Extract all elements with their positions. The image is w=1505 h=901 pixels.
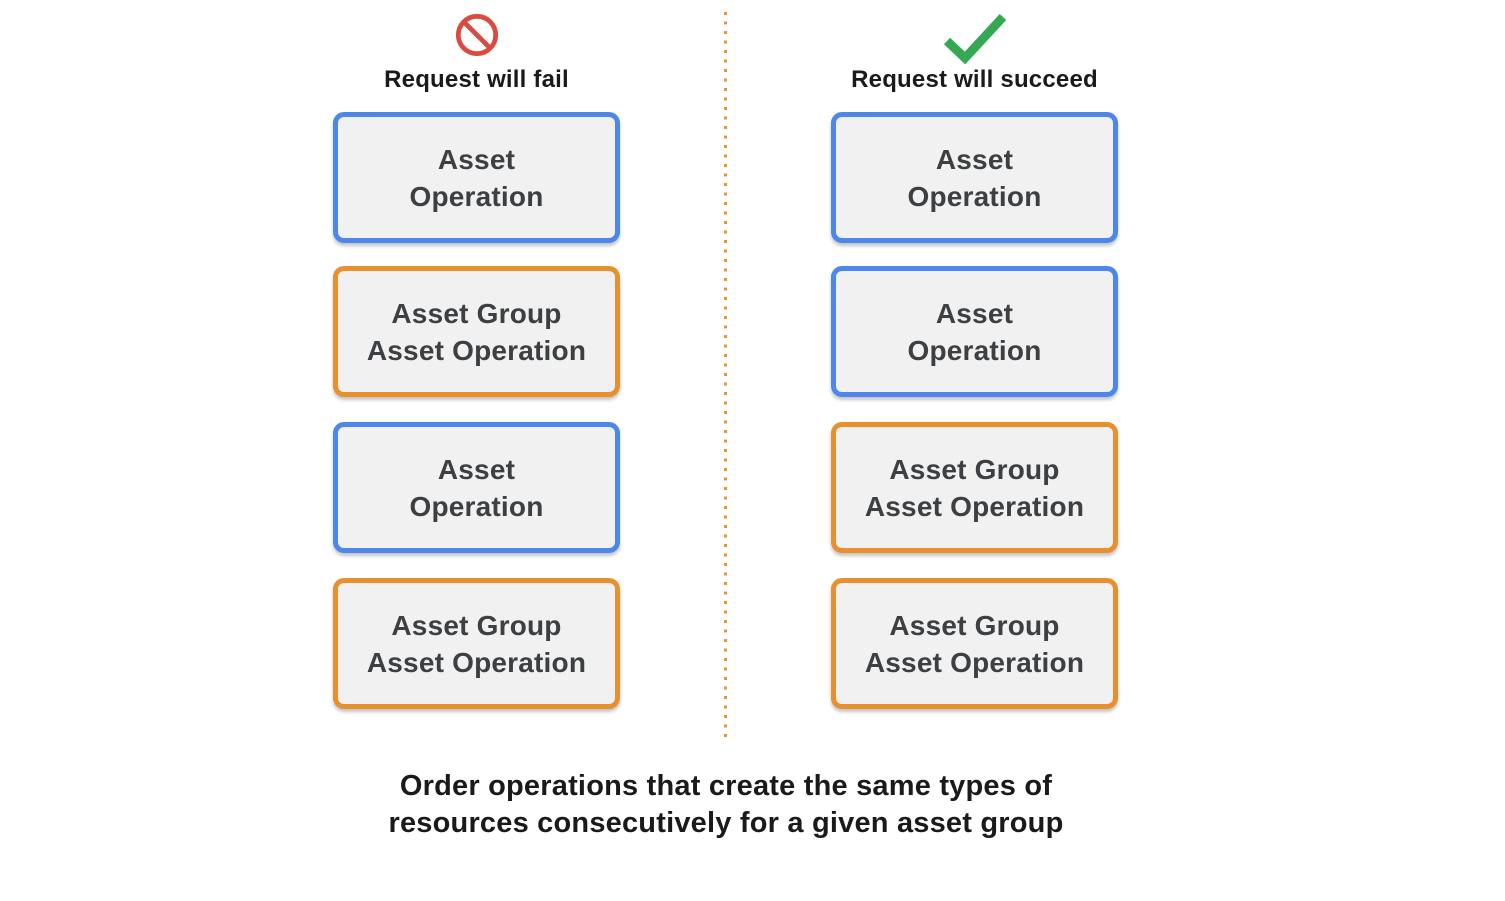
operation-box: Asset Operation — [831, 112, 1118, 243]
operation-box: Asset Group Asset Operation — [333, 578, 620, 709]
dotted-divider — [724, 12, 727, 740]
caption: Order operations that create the same ty… — [0, 768, 1452, 842]
box-label: Asset Group Asset Operation — [367, 607, 586, 681]
fail-header-label: Request will fail — [384, 66, 569, 93]
box-label: Asset Group Asset Operation — [367, 295, 586, 369]
operation-box: Asset Operation — [333, 112, 620, 243]
box-label-line: Operation — [409, 180, 544, 212]
box-label: Asset Operation — [409, 451, 543, 525]
box-label-line: Asset Operation — [366, 646, 587, 678]
box-label-line: Operation — [409, 490, 544, 522]
box-label: Asset Operation — [409, 141, 543, 215]
box-label-line: Operation — [907, 334, 1042, 366]
succeed-column: Request will succeed Asset Operation Ass… — [831, 0, 1118, 760]
operation-box: Asset Group Asset Operation — [831, 578, 1118, 709]
box-label-line: Asset Group — [391, 297, 562, 329]
box-label-line: Operation — [907, 180, 1042, 212]
box-label-line: Asset Group — [889, 609, 1060, 641]
check-icon — [831, 12, 1118, 64]
caption-line-2: resources consecutively for a given asse… — [388, 807, 1064, 839]
box-label: Asset Group Asset Operation — [865, 451, 1084, 525]
prohibited-icon — [333, 12, 620, 64]
box-label-line: Asset — [935, 297, 1014, 329]
fail-column: Request will fail Asset Operation Asset … — [333, 0, 620, 760]
succeed-header-label: Request will succeed — [851, 66, 1098, 93]
succeed-column-header: Request will succeed — [831, 12, 1118, 94]
operation-box: Asset Operation — [333, 422, 620, 553]
box-label-line: Asset Operation — [864, 490, 1085, 522]
box-label: Asset Operation — [907, 141, 1041, 215]
box-label-line: Asset Group — [889, 453, 1060, 485]
box-label: Asset Operation — [907, 295, 1041, 369]
box-label-line: Asset — [935, 143, 1014, 175]
box-label-line: Asset Group — [391, 609, 562, 641]
box-label-line: Asset Operation — [366, 334, 587, 366]
operation-box: Asset Group Asset Operation — [831, 422, 1118, 553]
operation-box: Asset Operation — [831, 266, 1118, 397]
caption-line-1: Order operations that create the same ty… — [399, 770, 1053, 802]
fail-column-header: Request will fail — [333, 12, 620, 94]
operation-box: Asset Group Asset Operation — [333, 266, 620, 397]
box-label: Asset Group Asset Operation — [865, 607, 1084, 681]
box-label-line: Asset — [437, 453, 516, 485]
box-label-line: Asset — [437, 143, 516, 175]
box-label-line: Asset Operation — [864, 646, 1085, 678]
